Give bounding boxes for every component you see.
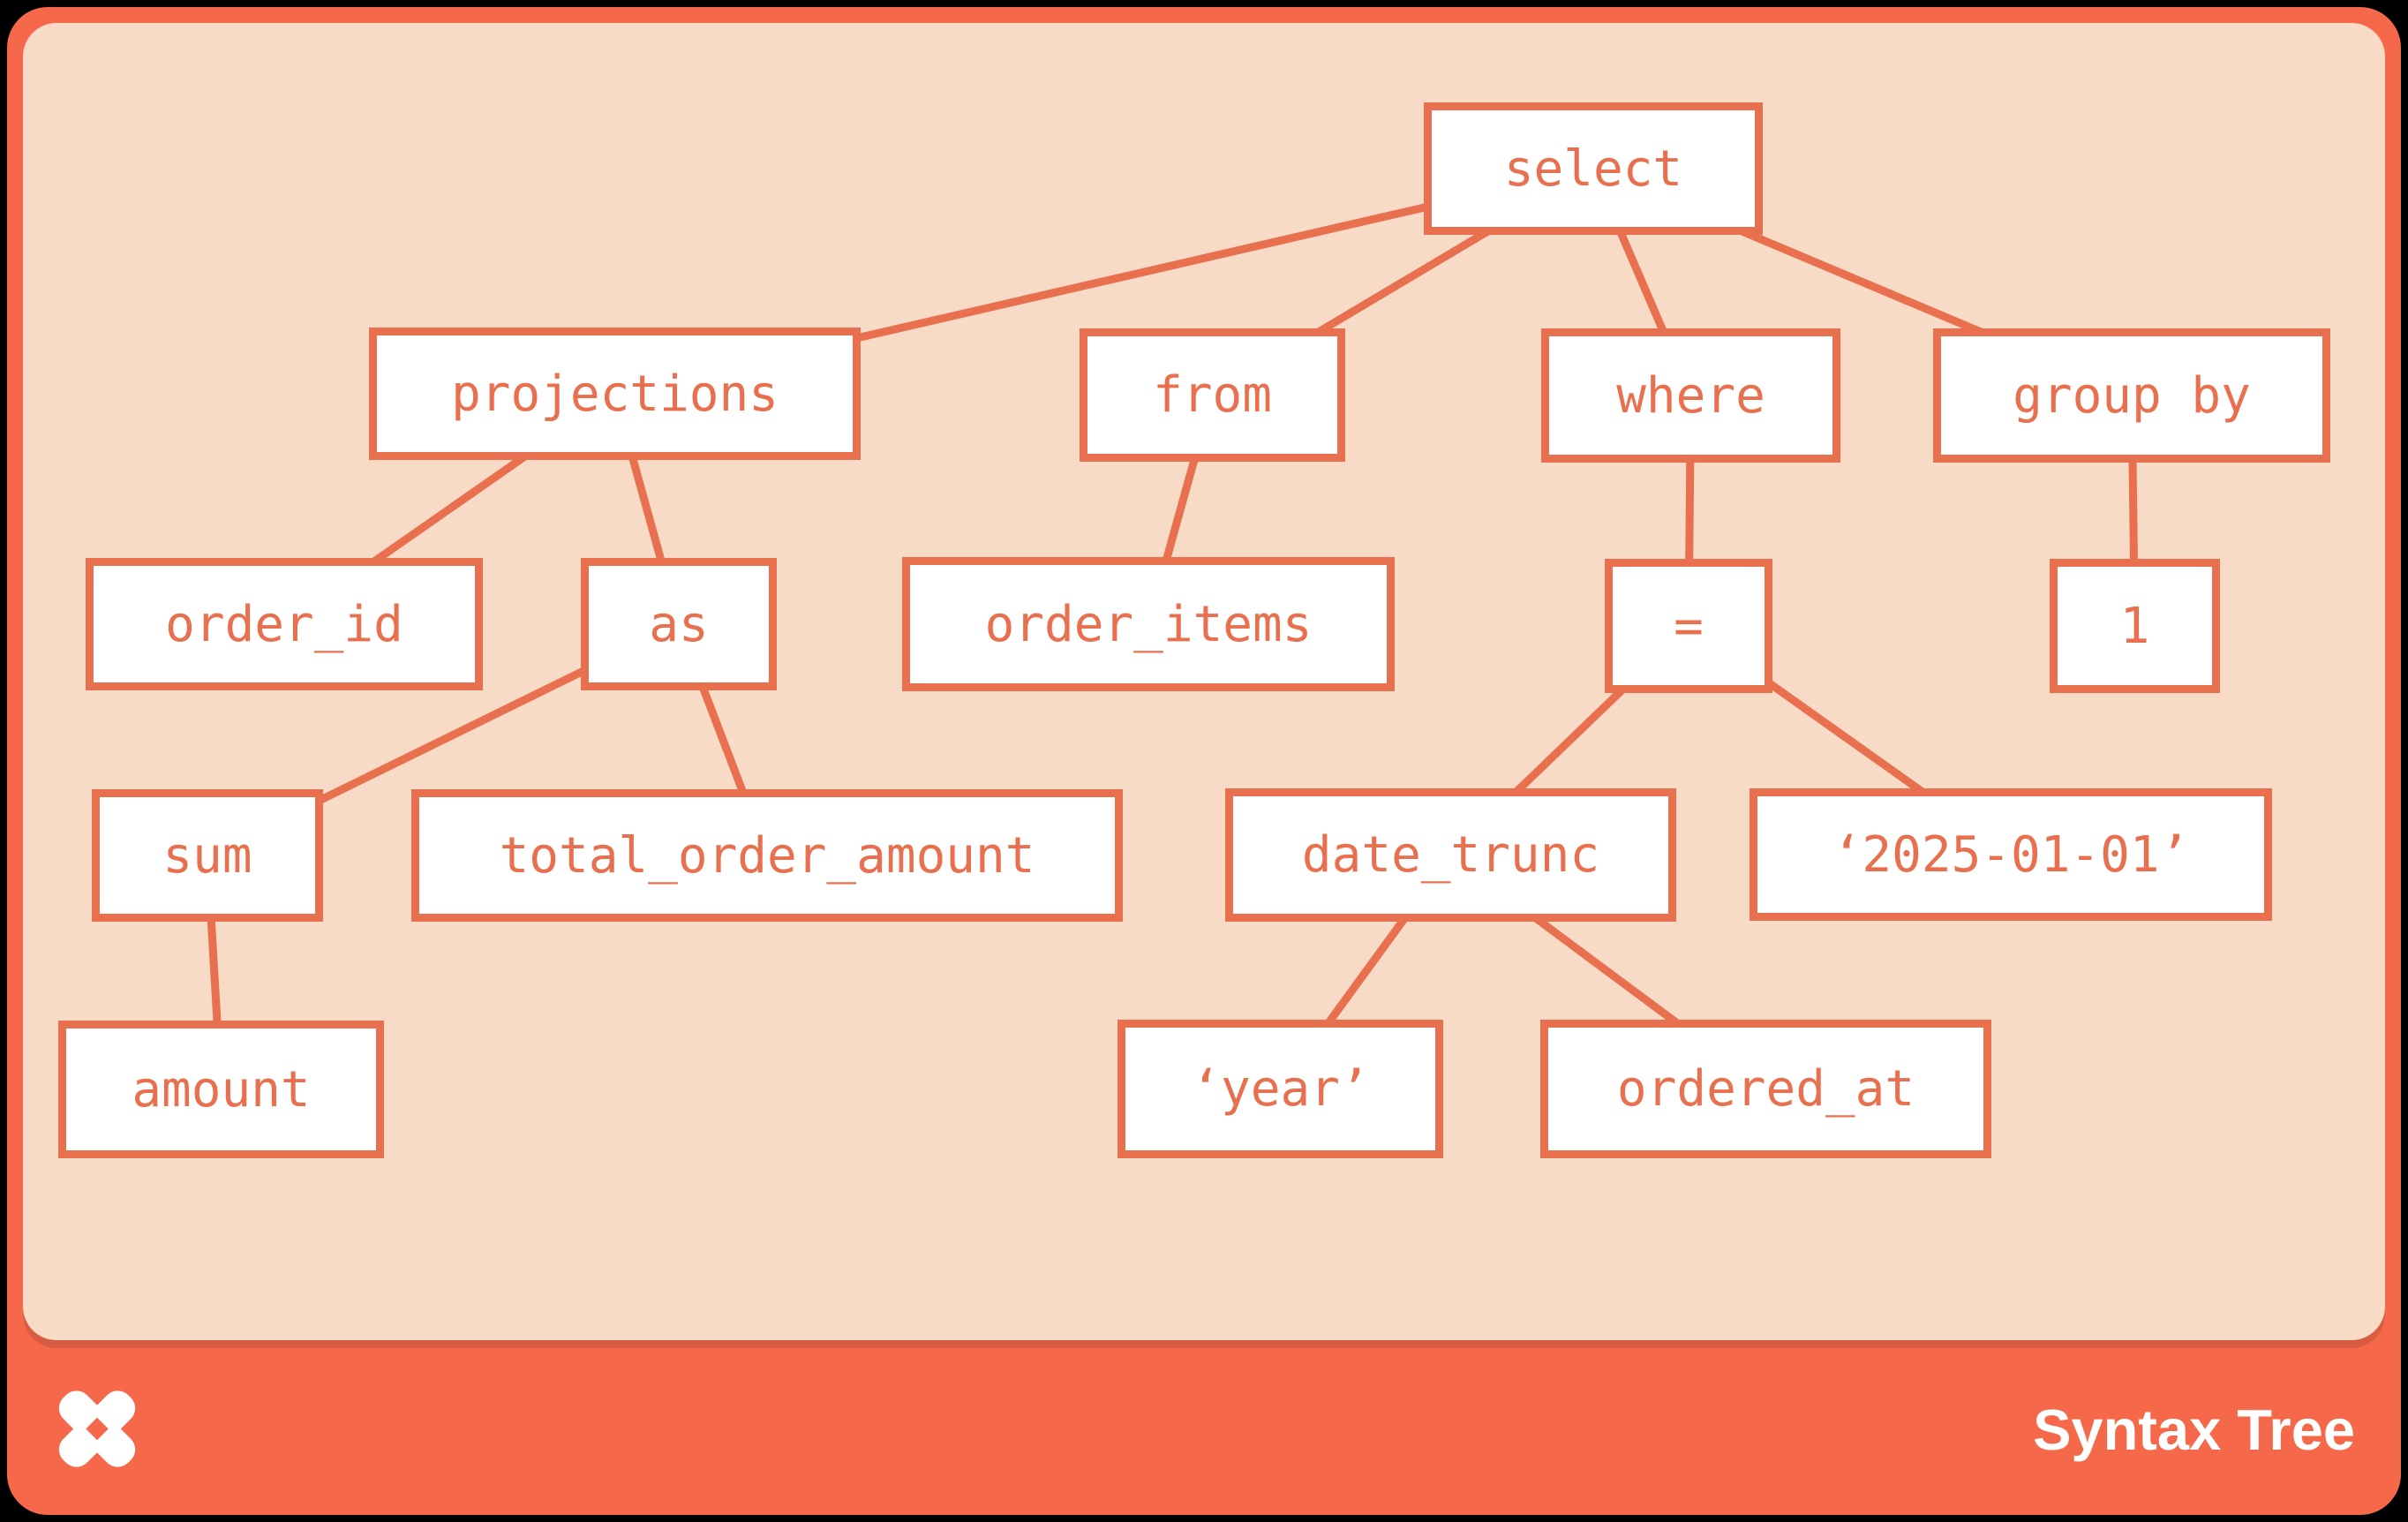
node-as: as xyxy=(581,558,777,690)
node-from: from xyxy=(1080,328,1345,462)
node-total_order_amount: total_order_amount xyxy=(411,789,1123,922)
node-date_trunc: date_trunc xyxy=(1225,788,1676,922)
node-select: select xyxy=(1424,102,1763,235)
dbt-logo-icon xyxy=(58,1390,136,1467)
brand-label: Syntax Tree xyxy=(2033,1398,2355,1462)
node-one: 1 xyxy=(2050,559,2220,693)
node-where: where xyxy=(1541,328,1840,463)
node-amount: amount xyxy=(58,1021,384,1158)
node-order_id: order_id xyxy=(86,558,483,690)
node-group_by: group by xyxy=(1933,328,2330,463)
node-ordered_at: ordered_at xyxy=(1540,1020,1991,1158)
node-projections: projections xyxy=(369,328,861,460)
node-order_items: order_items xyxy=(902,557,1395,691)
node-sum: sum xyxy=(92,789,323,922)
node-eq: = xyxy=(1605,559,1772,693)
node-year_literal: ‘year’ xyxy=(1117,1020,1443,1158)
node-date_literal: ‘2025-01-01’ xyxy=(1750,788,2272,921)
